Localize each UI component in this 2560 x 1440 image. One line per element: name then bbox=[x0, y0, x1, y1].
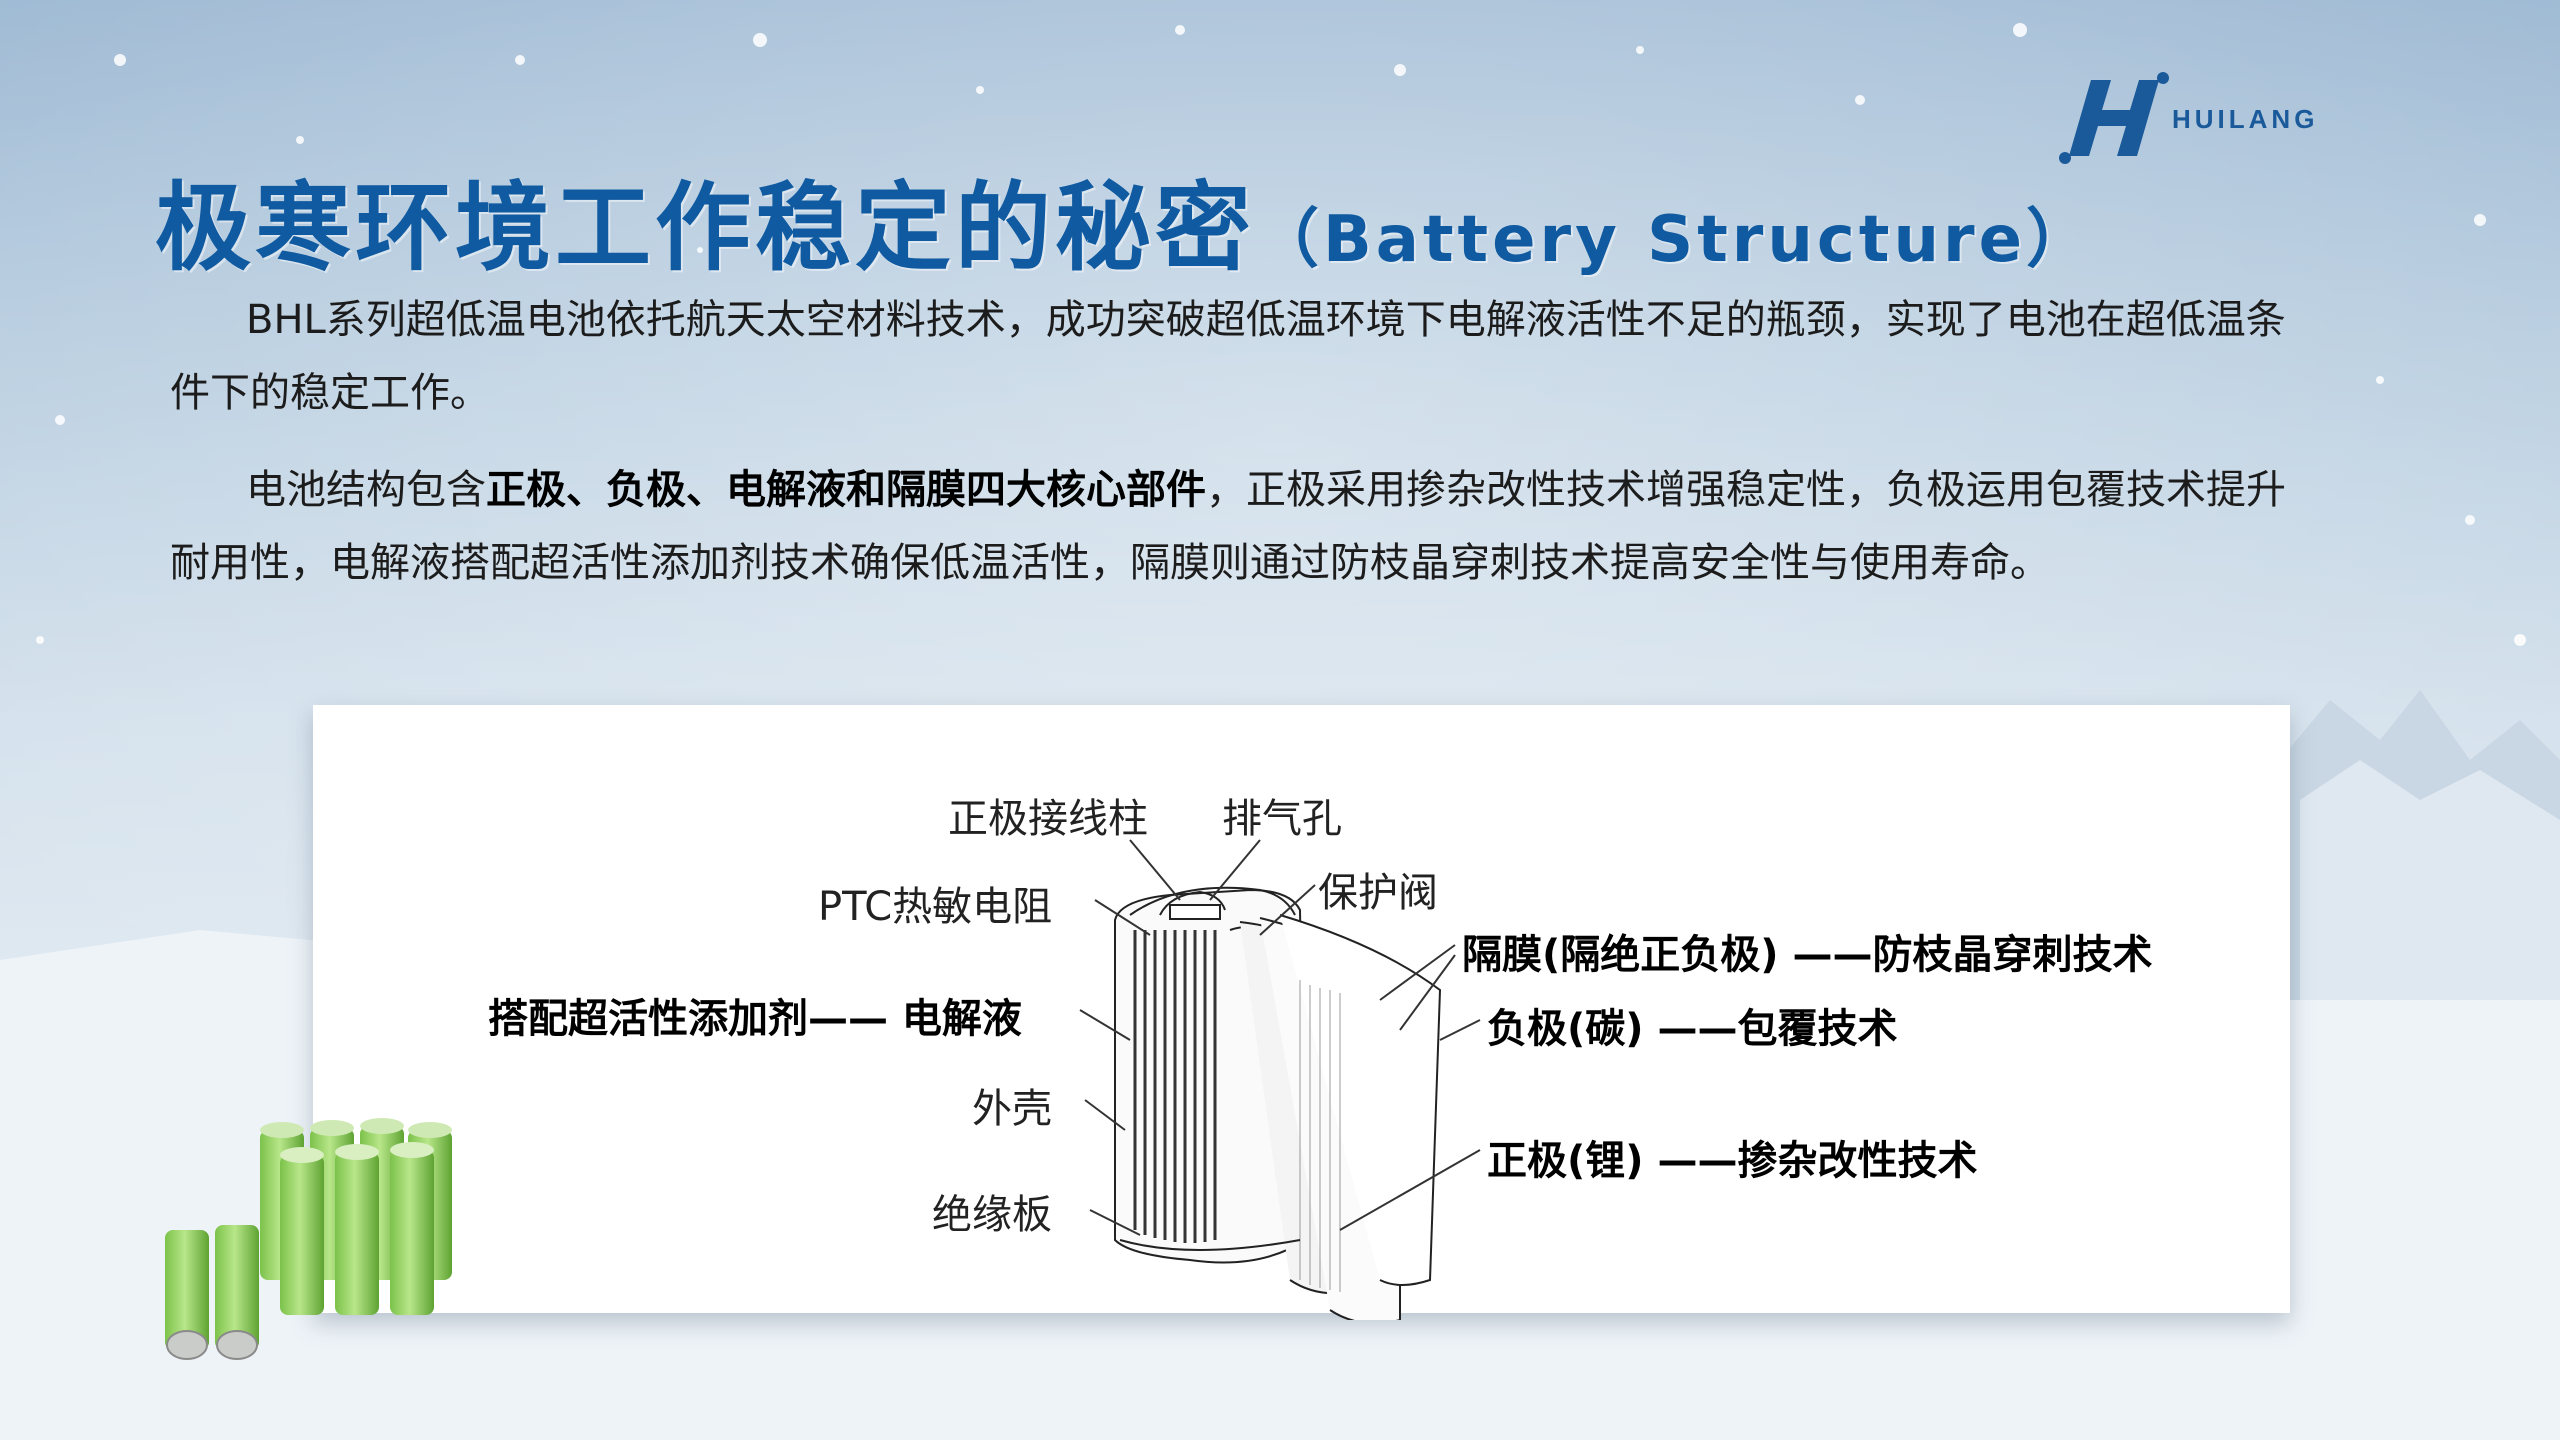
intro-paragraph: BHL系列超低温电池依托航天太空材料技术，成功突破超低温环境下电解液活性不足的瓶… bbox=[170, 297, 2286, 416]
label-electrolyte: 搭配超活性添加剂—— 电解液 bbox=[488, 996, 1022, 1042]
label-separator: 隔膜(隔绝正负极) ——防枝晶穿刺技术 bbox=[1462, 932, 2153, 978]
battery-structure-diagram bbox=[1114, 886, 1442, 1320]
label-shell: 外壳 bbox=[972, 1086, 1052, 1132]
structure-rest: ，正极采用掺杂改性技术增强稳定性，负极运用包覆技术提升耐用性，电解液搭配超活性添… bbox=[170, 467, 2286, 586]
label-vent-hole: 排气孔 bbox=[1222, 796, 1342, 842]
label-insulator: 绝缘板 bbox=[932, 1192, 1052, 1238]
brand-name: HUILANG bbox=[2172, 104, 2319, 134]
label-positive-terminal: 正极接线柱 bbox=[948, 796, 1148, 842]
label-negative: 负极(碳) ——包覆技术 bbox=[1487, 1006, 1898, 1052]
structure-paragraph: 电池结构包含正极、负极、电解液和隔膜四大核心部件，正极采用掺杂改性技术增强稳定性… bbox=[170, 454, 2320, 600]
structure-bold: 正极、负极、电解液和隔膜四大核心部件 bbox=[486, 467, 1206, 513]
page-title: 极寒环境工作稳定的秘密（Battery Structure） bbox=[155, 150, 2094, 289]
title-zh: 极寒环境工作稳定的秘密 bbox=[155, 172, 1255, 284]
structure-lead: 电池结构包含 bbox=[246, 467, 486, 513]
huilang-logo-icon bbox=[2059, 72, 2169, 164]
label-positive: 正极(锂) ——掺杂改性技术 bbox=[1487, 1138, 1978, 1184]
battery-cells-image bbox=[165, 1118, 452, 1360]
title-en: （Battery Structure） bbox=[1255, 203, 2094, 277]
label-ptc: PTC热敏电阻 bbox=[818, 884, 1053, 930]
label-safety-valve: 保护阀 bbox=[1318, 870, 1438, 916]
